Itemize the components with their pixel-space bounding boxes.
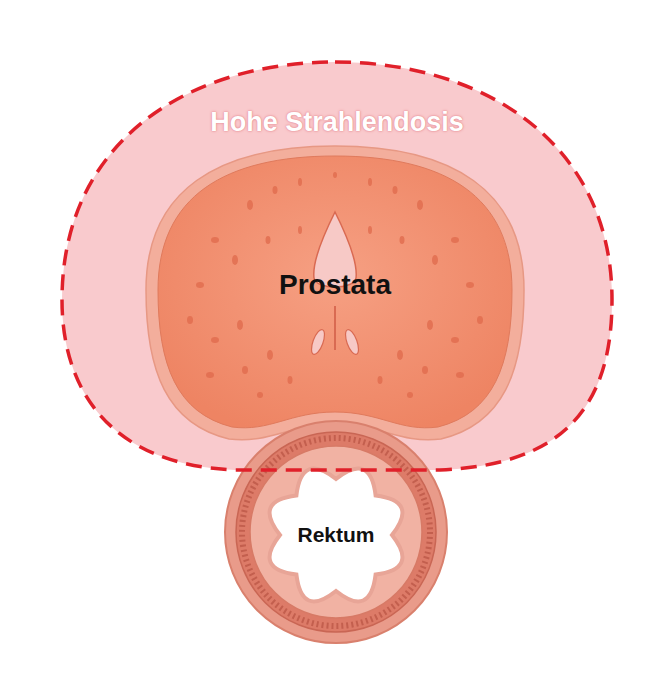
- prostatic-utricle: [334, 306, 336, 350]
- rectum: Rektum: [225, 421, 447, 643]
- prostate-label: Prostata: [150, 269, 520, 301]
- rectum-wall: [225, 421, 447, 643]
- prostate-capsule: [146, 146, 524, 440]
- rectum-label: Rektum: [225, 523, 447, 547]
- dose-region-label: Hohe Strahlendosis: [62, 107, 612, 138]
- dose-region-fill: [62, 62, 612, 470]
- prostate: Prostata: [150, 148, 520, 438]
- ejaculatory-duct: [309, 328, 327, 356]
- dose-region: Hohe StrahlendosisProstata: [62, 62, 612, 472]
- ejaculatory-duct: [343, 328, 361, 356]
- dose-region-outline: [62, 62, 612, 470]
